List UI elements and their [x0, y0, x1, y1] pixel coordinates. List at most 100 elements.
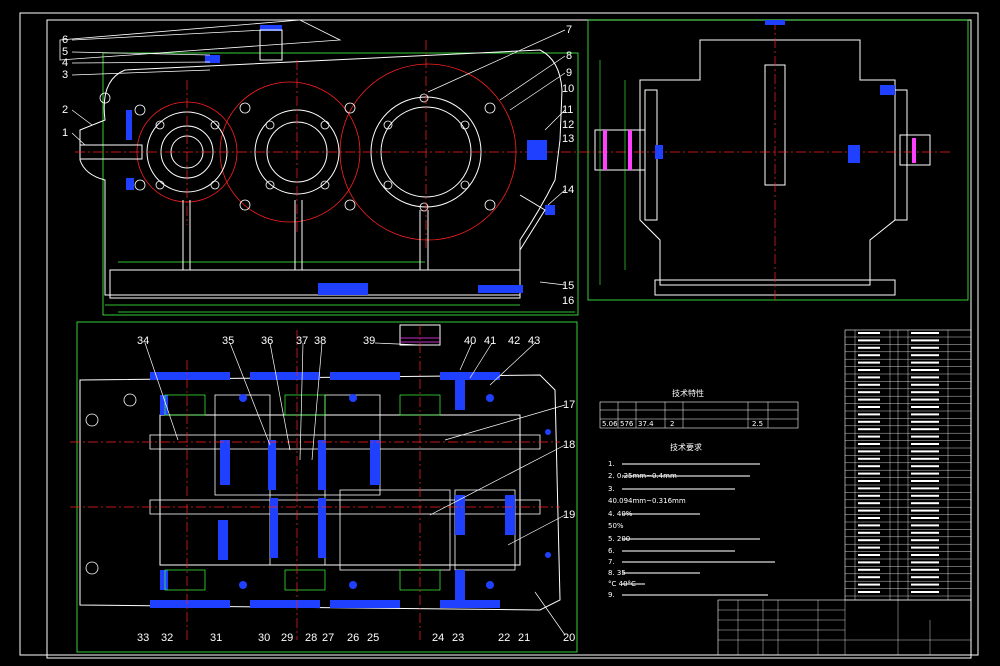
part-label: 21	[518, 632, 530, 644]
parts-list-entry-mark	[911, 509, 939, 512]
part-label: 8	[566, 50, 572, 62]
parts-list-entry-mark	[911, 369, 939, 371]
parts-list-entry-mark	[911, 435, 939, 438]
parts-list-entry-mark	[911, 524, 939, 527]
parts-list-entry-mark	[911, 450, 939, 453]
parts-list-entry-mark	[911, 398, 939, 401]
requirement-line: 40.094mm~0.316mm	[608, 497, 686, 505]
requirement-lines: 1. 2. 0.25mm~0.4mm 3. 40.094mm~0.316mm 4…	[608, 460, 686, 599]
drawing-frame	[19, 12, 979, 659]
requirement-line: 6.	[608, 547, 615, 555]
parts-list-entry-mark	[858, 406, 880, 408]
part-label: 9	[566, 67, 572, 79]
part-label: 20	[563, 632, 575, 644]
parts-list-entry-mark	[911, 546, 939, 549]
part-label: 38	[314, 335, 326, 347]
part-label: 10	[562, 83, 574, 95]
parts-list	[844, 329, 972, 601]
parts-list-entry-mark	[858, 420, 880, 423]
parts-list-entry-mark	[858, 435, 880, 438]
parts-list-entry-mark	[911, 554, 939, 556]
part-label: 7	[566, 24, 572, 36]
parts-list-entry-mark	[858, 450, 880, 453]
parts-list-entry-mark	[911, 502, 939, 505]
parts-list-entry-mark	[911, 428, 939, 431]
requirement-line: 4. 40%	[608, 510, 633, 518]
part-label: 43	[528, 335, 540, 347]
parts-list-entry-mark	[858, 539, 880, 542]
parts-list-entry-mark	[858, 591, 880, 593]
parts-list-entry-mark	[858, 361, 880, 364]
part-label: 14	[562, 184, 574, 196]
parts-list-entry-mark	[858, 339, 880, 342]
part-label: 2	[62, 104, 68, 116]
spec-value: 576	[620, 420, 634, 428]
part-label: 13	[562, 133, 574, 145]
parts-list-entry-mark	[858, 494, 880, 497]
parts-list-entry-mark	[911, 539, 939, 542]
spec-value: 37.4	[638, 420, 654, 428]
parts-list-entry-mark	[858, 346, 880, 349]
side-view	[580, 19, 969, 301]
parts-list-entry-mark	[911, 472, 939, 475]
parts-list-entry-mark	[911, 517, 939, 519]
part-label: 32	[161, 632, 173, 644]
part-label: 3	[62, 69, 68, 81]
part-label: 39	[363, 335, 375, 347]
part-label: 24	[432, 632, 444, 644]
spec-title: 技术特性	[672, 388, 704, 398]
requirement-line: 8. 35	[608, 569, 626, 577]
parts-list-entry-mark	[858, 502, 880, 505]
part-label: 6	[62, 34, 68, 46]
parts-list-entry-mark	[858, 576, 880, 579]
parts-list-entry-mark	[858, 391, 880, 394]
parts-list-entry-mark	[911, 576, 939, 579]
parts-list-entry-mark	[858, 487, 880, 490]
part-label: 17	[563, 399, 575, 411]
part-label: 33	[137, 632, 149, 644]
title-block	[717, 599, 972, 656]
part-label: 42	[508, 335, 520, 347]
parts-list-entry-mark	[858, 398, 880, 401]
parts-list-entry-mark	[911, 391, 939, 394]
part-label: 28	[305, 632, 317, 644]
part-label: 18	[563, 439, 575, 451]
requirement-line: 5. 200	[608, 535, 630, 543]
requirement-line: 9.	[608, 591, 615, 599]
parts-list-entry-mark	[911, 568, 939, 571]
parts-list-entry-mark	[858, 332, 880, 334]
part-label: 1	[62, 127, 68, 139]
plan-view: 34 35 36 37 38 39 40 41 42 43 17 18 19 3…	[70, 321, 578, 653]
requirement-line: 3.	[608, 485, 615, 493]
part-label: 35	[222, 335, 234, 347]
parts-list-entry-mark	[858, 383, 880, 386]
parts-list-entry-mark	[911, 346, 939, 349]
parts-list-entry-mark	[858, 465, 880, 468]
parts-list-entry-mark	[858, 354, 880, 357]
plan-view-labels-top: 34 35 36 37 38 39 40 41 42 43 17 18 19	[137, 335, 575, 521]
parts-list-entry-mark	[858, 376, 880, 379]
spec-value: 2	[670, 420, 674, 428]
part-label: 4	[62, 57, 68, 69]
parts-list-entry-mark	[858, 457, 880, 460]
part-label: 41	[484, 335, 496, 347]
parts-list-entry-mark	[911, 480, 939, 482]
parts-list-entry-mark	[911, 420, 939, 423]
spec-value: 5.06	[602, 420, 618, 428]
parts-list-entry-mark	[911, 383, 939, 386]
technical-notes: 技术特性 5.06 576 2 37.4 2.5 技术要求 1. 2. 0.25…	[599, 388, 799, 599]
part-label: 40	[464, 335, 476, 347]
requirement-line: 1.	[608, 460, 615, 468]
spec-value: 2.5	[752, 420, 763, 428]
parts-list-entry-mark	[858, 472, 880, 475]
requirement-line: 7.	[608, 558, 615, 566]
parts-list-entry-mark	[858, 568, 880, 571]
part-label: 31	[210, 632, 222, 644]
parts-list-entry-mark	[858, 546, 880, 549]
parts-list-entry-mark	[911, 494, 939, 497]
parts-list-entry-mark	[858, 428, 880, 431]
parts-list-entry-mark	[911, 531, 939, 534]
parts-list-entry-mark	[858, 524, 880, 527]
parts-list-entry-mark	[911, 561, 939, 564]
part-label: 25	[367, 632, 379, 644]
